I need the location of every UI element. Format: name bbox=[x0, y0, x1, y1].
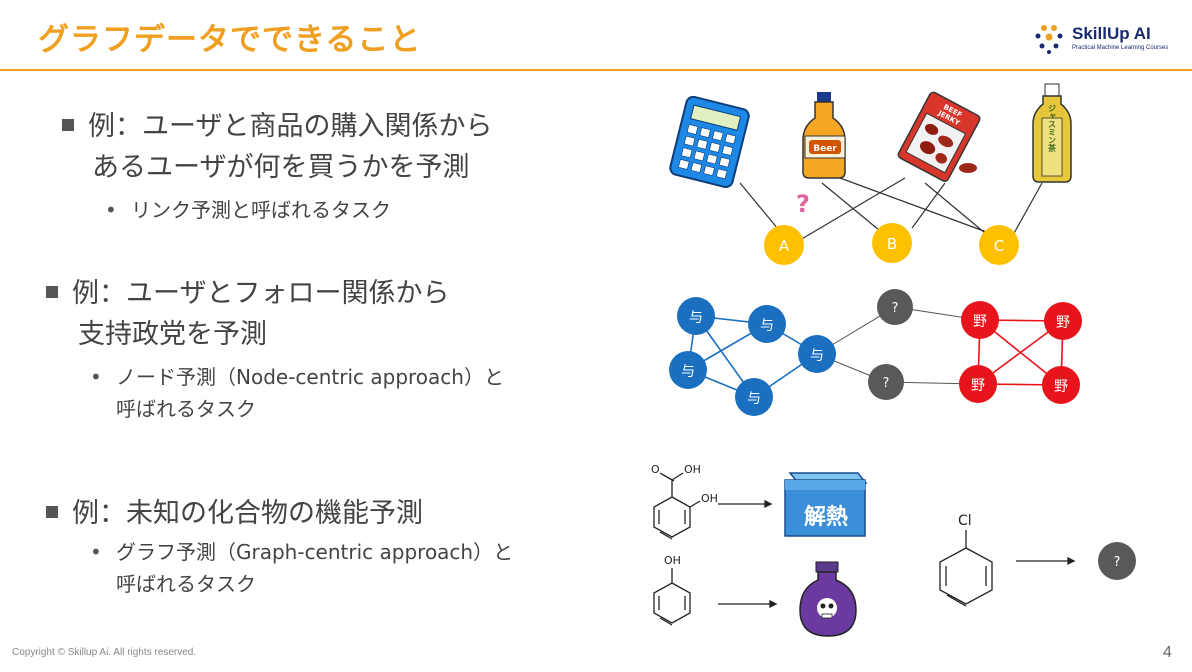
svg-text:与: 与 bbox=[747, 391, 761, 407]
svg-text:野: 野 bbox=[1056, 315, 1070, 331]
bullet-2-line1: 例：ユーザとフォロー関係から bbox=[46, 275, 449, 313]
sub-bullet-dot-icon: • bbox=[90, 365, 102, 389]
jasmine-tea-bottle-icon: ジャスミン茶 bbox=[1032, 83, 1072, 183]
svg-text:Beer: Beer bbox=[813, 144, 837, 154]
jerky-piece-icon bbox=[959, 163, 977, 173]
molecule-graph-prediction: O OH OH OH Cl bbox=[651, 463, 1076, 626]
slide-title: グラフデータでできること bbox=[38, 22, 422, 58]
node-right-1: 野 bbox=[961, 301, 999, 339]
node-left-3: 与 bbox=[669, 351, 707, 389]
calculator-icon bbox=[669, 95, 750, 189]
svg-text:OH: OH bbox=[684, 463, 701, 476]
svg-text:?: ? bbox=[892, 301, 899, 316]
user-node-a: A bbox=[764, 225, 804, 265]
skillup-logo: SkillUp AI Practical Machine Learning Co… bbox=[1030, 22, 1180, 58]
bullet-3-sub1: •グラフ予測（Graph-centric approach）と bbox=[90, 537, 513, 567]
node-right-2: 野 bbox=[1044, 302, 1082, 340]
bullet-1-sub: •リンク予測と呼ばれるタスク bbox=[105, 195, 391, 225]
svg-text:B: B bbox=[887, 235, 897, 253]
bullet-1-line2: あるユーザが何を買うかを予測 bbox=[92, 152, 470, 183]
node-unknown-2: ? bbox=[868, 364, 904, 400]
node-right-4: 野 bbox=[1042, 366, 1080, 404]
node-right-3: 野 bbox=[959, 365, 997, 403]
salicylic-acid-structure bbox=[653, 472, 701, 540]
beef-jerky-icon: BEEF JERKY bbox=[897, 91, 981, 182]
unknown-function-node: ? bbox=[1098, 542, 1136, 580]
node-left-4: 与 bbox=[798, 335, 836, 373]
svg-text:OH: OH bbox=[664, 554, 681, 567]
node-unknown-1: ? bbox=[877, 289, 913, 325]
logo-name: SkillUp AI bbox=[1072, 24, 1151, 43]
logo-tagline: Practical Machine Learning Courses bbox=[1072, 45, 1169, 51]
svg-text:OH: OH bbox=[701, 492, 718, 505]
poison-bottle-icon bbox=[799, 561, 857, 637]
bullet-2-sub2: 呼ばれるタスク bbox=[116, 397, 256, 421]
svg-text:与: 与 bbox=[810, 348, 824, 364]
svg-text:与: 与 bbox=[760, 318, 774, 334]
chlorobenzene-structure bbox=[939, 530, 993, 607]
svg-text:C: C bbox=[994, 237, 1004, 255]
svg-text:?: ? bbox=[883, 376, 890, 391]
svg-text:O: O bbox=[651, 463, 660, 476]
node-left-5: 与 bbox=[735, 378, 773, 416]
bullet-3-line1: 例：未知の化合物の機能予測 bbox=[46, 495, 423, 533]
page-number: 4 bbox=[1163, 644, 1172, 661]
svg-text:?: ? bbox=[1114, 555, 1121, 570]
svg-text:野: 野 bbox=[1054, 379, 1068, 395]
bullet-1-line1: 例：ユーザと商品の購入関係から bbox=[62, 108, 492, 146]
fever-medicine-box-icon: 解熱 bbox=[784, 472, 868, 537]
sub-bullet-dot-icon: • bbox=[90, 540, 102, 564]
bullet-2-line2: 支持政党を予測 bbox=[78, 319, 267, 350]
node-prediction-graph: 与 与 与 与 与 ? ? 野 野 野 野 bbox=[669, 289, 1082, 416]
logo-dots-icon bbox=[1035, 25, 1063, 54]
svg-text:A: A bbox=[779, 237, 790, 255]
bullet-square-icon bbox=[46, 505, 58, 518]
bullet-square-icon bbox=[62, 118, 74, 131]
sub-bullet-dot-icon: • bbox=[105, 198, 117, 222]
bullet-square-icon bbox=[46, 285, 58, 298]
svg-text:Cl: Cl bbox=[958, 513, 972, 529]
svg-text:野: 野 bbox=[973, 314, 987, 330]
phenol-structure bbox=[653, 568, 691, 626]
link-prediction-graph: Beer BEEF JERKY ジャスミン茶 ? A bbox=[669, 83, 1072, 265]
svg-text:解熱: 解熱 bbox=[804, 504, 848, 530]
svg-text:野: 野 bbox=[971, 378, 985, 394]
svg-text:ジャスミン茶: ジャスミン茶 bbox=[1047, 104, 1057, 153]
unknown-link-mark: ? bbox=[796, 190, 810, 218]
node-left-2: 与 bbox=[748, 305, 786, 343]
bullet-2-sub1: •ノード予測（Node-centric approach）と bbox=[90, 362, 504, 392]
title-divider bbox=[0, 69, 1192, 71]
user-node-c: C bbox=[979, 225, 1019, 265]
beer-bottle-icon: Beer bbox=[802, 92, 846, 179]
bullet-3-sub2: 呼ばれるタスク bbox=[116, 572, 256, 596]
svg-text:与: 与 bbox=[689, 310, 703, 326]
svg-text:与: 与 bbox=[681, 364, 695, 380]
user-node-b: B bbox=[872, 223, 912, 263]
copyright-footer: Copyright © Skillup Ai. All rights reser… bbox=[12, 647, 197, 658]
node-left-1: 与 bbox=[677, 297, 715, 335]
